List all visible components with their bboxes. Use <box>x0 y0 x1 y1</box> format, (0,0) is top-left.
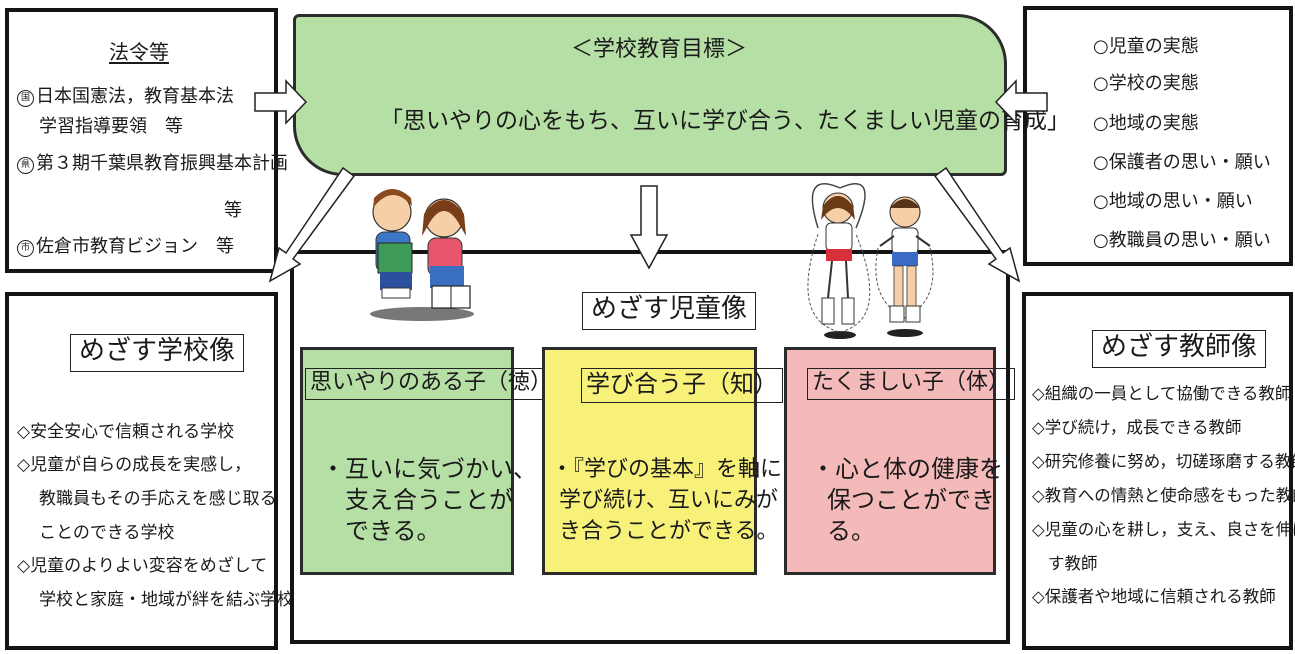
school-goal-banner: ＜学校教育目標＞ 「思いやりの心をもち、互いに学び合う、たくましい児童の育成」 <box>293 14 1070 176</box>
teacher-item-4: ◇教育への情熱と使命感をもった教師 <box>1032 486 1295 505</box>
school-item-2: ◇児童が自らの成長を実感し， <box>17 455 252 475</box>
school-item-6: 学校と家庭・地域が絆を結ぶ学校 <box>39 590 294 610</box>
arrow-context-to-goal-icon <box>994 79 1048 125</box>
teacher-box: めざす教師像 ◇組織の一員として協働できる教師 ◇学び続け，成長できる教師 ◇研… <box>1022 292 1295 650</box>
goal-heading: ＜学校教育目標＞ <box>571 37 748 62</box>
laws-title: 法令等 <box>109 40 169 64</box>
school-item-3: 教職員もその手応えを感じ取る <box>39 489 277 509</box>
school-item-1: ◇安全安心で信頼される学校 <box>17 422 235 442</box>
city-mark-icon: 市 <box>17 240 34 257</box>
school-item-5: ◇児童のよりよい変容をめざして <box>17 556 268 576</box>
laws-item-3: 県第３期千葉県教育振興基本計画 <box>17 155 288 174</box>
knowledge-line-2: 学び続け、互いにみが <box>559 488 778 513</box>
school-title: めざす学校像 <box>70 334 245 372</box>
context-item-1: ○児童の実態 <box>1093 36 1199 57</box>
laws-item-1: 国日本国憲法，教育基本法 <box>17 88 234 107</box>
arrow-goal-to-school-icon <box>268 166 356 283</box>
national-mark-icon: 国 <box>17 90 34 107</box>
teacher-item-1: ◇組織の一員として協働できる教師 <box>1032 384 1292 403</box>
teacher-item-3: ◇研究修養に努め，切磋琢磨する教師 <box>1032 452 1295 471</box>
arrow-goal-to-teacher-icon <box>933 166 1021 283</box>
physical-label: たくましい子（体） <box>807 368 1016 401</box>
context-item-2: ○学校の実態 <box>1093 73 1199 94</box>
teacher-item-5: ◇児童の心を耕し，支え、良さを伸ば <box>1032 520 1295 539</box>
knowledge-line-3: き合うことができる。 <box>559 519 779 544</box>
prefecture-mark-icon: 県 <box>17 157 34 174</box>
jump-rope-children-illustration-icon <box>807 183 934 339</box>
teacher-item-7: ◇保護者や地域に信頼される教師 <box>1032 587 1276 606</box>
virtue-line-1: ・互いに気づかい、 <box>321 455 537 483</box>
student-title: めざす児童像 <box>582 292 757 330</box>
teacher-item-6: す教師 <box>1048 554 1098 573</box>
arrow-laws-to-goal-icon <box>254 79 308 125</box>
physical-line-1: ・心と体の健康を <box>811 455 1003 483</box>
school-item-4: ことのできる学校 <box>39 523 175 543</box>
physical-line-2: 保つことができ <box>827 486 995 514</box>
physical-box: たくましい子（体） ・心と体の健康を 保つことができ る。 <box>784 347 1016 575</box>
school-box: めざす学校像 ◇安全安心で信頼される学校 ◇児童が自らの成長を実感し， 教職員も… <box>5 292 294 650</box>
context-item-6: ○教職員の思い・願い <box>1093 230 1271 251</box>
knowledge-box: 学び合う子（知） ・『学びの基本』を軸に 学び続け、互いにみが き合うことができ… <box>542 347 783 575</box>
context-box: ○児童の実態 ○学校の実態 ○地域の実態 ○保護者の思い・願い ○地域の思い・願… <box>1023 6 1293 266</box>
arrow-goal-to-student-icon <box>629 185 669 270</box>
reading-children-illustration-icon <box>370 189 474 321</box>
physical-line-3: る。 <box>827 517 875 545</box>
virtue-line-3: できる。 <box>345 517 441 545</box>
goal-text: 「思いやりの心をもち、互いに学び合う、たくましい児童の育成」 <box>380 108 1070 134</box>
laws-item-2: 学習指導要領 等 <box>39 116 183 137</box>
context-item-5: ○地域の思い・願い <box>1093 191 1253 212</box>
teacher-title: めざす教師像 <box>1092 330 1267 368</box>
teacher-item-2: ◇学び続け，成長できる教師 <box>1032 418 1242 437</box>
laws-item-5: 市佐倉市教育ビジョン 等 <box>17 238 234 257</box>
laws-item-4: 等 <box>224 200 242 221</box>
context-item-4: ○保護者の思い・願い <box>1093 152 1271 173</box>
context-item-3: ○地域の実態 <box>1093 113 1199 134</box>
knowledge-line-1: ・『学びの基本』を軸に <box>551 457 783 482</box>
student-frame-bottom-line <box>290 640 1010 644</box>
virtue-label: 思いやりのある子（徳） <box>305 368 558 401</box>
laws-box: 法令等 国日本国憲法，教育基本法 学習指導要領 等 県第３期千葉県教育振興基本計… <box>5 8 288 273</box>
knowledge-label: 学び合う子（知） <box>581 368 783 403</box>
virtue-box: 思いやりのある子（徳） ・互いに気づかい、 支え合うことが できる。 <box>300 347 558 575</box>
virtue-line-2: 支え合うことが <box>345 486 513 514</box>
